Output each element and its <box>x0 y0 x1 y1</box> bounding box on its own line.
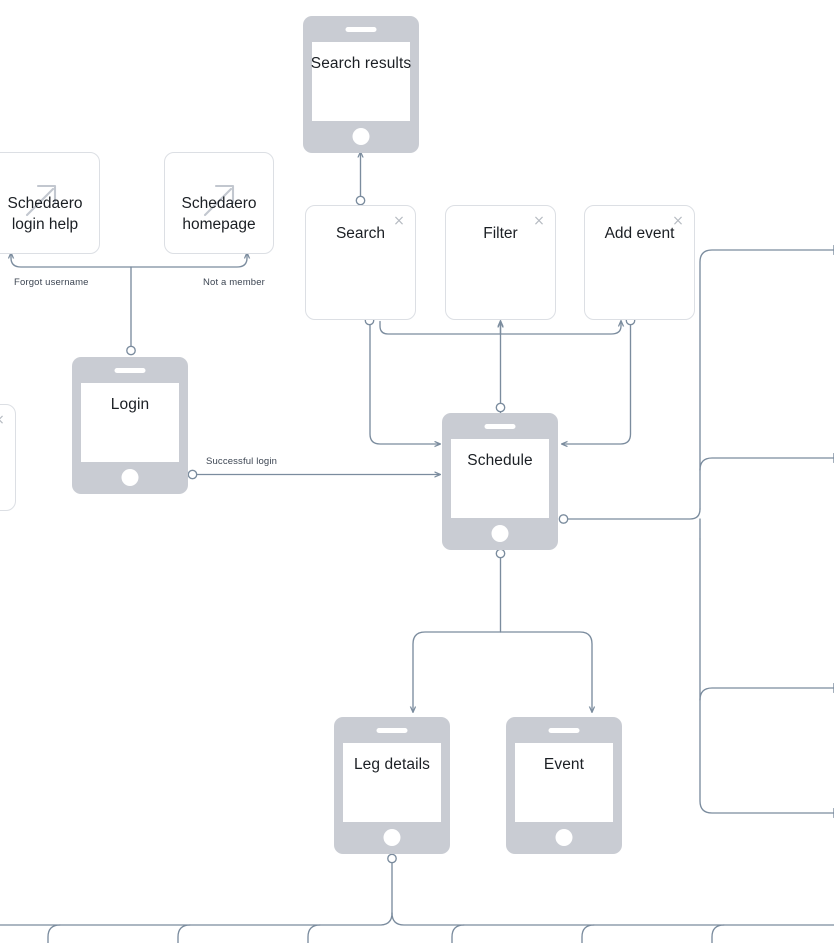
phone-speaker <box>376 728 408 733</box>
phone-speaker <box>114 368 146 373</box>
phone-node-label: Search results <box>310 55 412 72</box>
port-leg-details-bottom <box>387 853 397 864</box>
phone-screen <box>312 42 410 121</box>
edge-schedule-right-to-trunk <box>567 508 701 520</box>
phone-speaker <box>484 424 516 429</box>
port-search-top <box>355 195 366 206</box>
edge-lower-drop-4 <box>451 924 465 943</box>
phone-screen <box>515 743 613 822</box>
edge-label-not-a-member: Not a member <box>203 277 265 288</box>
phone-home-button[interactable] <box>491 525 509 542</box>
edge-label-successful-login: Successful login <box>206 456 278 467</box>
phone-speaker <box>345 27 377 32</box>
phone-home-button[interactable] <box>121 469 139 486</box>
external-card-schedaero-homepage[interactable]: Schedaero homepage <box>164 152 274 254</box>
edge-schedule-to-leg-details <box>413 631 502 712</box>
edge-lower-fan-rail-right <box>391 912 834 926</box>
edge-trunk-to-login-help <box>11 253 132 268</box>
phone-node-label: Schedule <box>467 452 533 469</box>
external-link-arrow-icon <box>203 184 235 217</box>
phone-home-button[interactable] <box>555 829 573 846</box>
edge-schedule-to-event <box>499 631 593 712</box>
edge-right-trunk-upper <box>699 250 834 510</box>
port-login-top <box>126 345 136 356</box>
edge-lower-drop-2 <box>177 924 191 943</box>
edge-schedule-to-add-event <box>562 319 632 445</box>
phone-node-search-results[interactable]: Search results <box>303 16 419 153</box>
external-card-schedaero-login-help[interactable]: Schedaero login help <box>0 152 100 254</box>
external-link-arrow-icon <box>25 184 57 217</box>
external-card-label-line2: homepage <box>182 215 256 233</box>
phone-screen <box>343 743 441 822</box>
external-card-label-line1: Schedaero <box>181 195 257 213</box>
phone-home-button[interactable] <box>383 829 401 846</box>
modal-card-label: Filter <box>483 225 518 242</box>
port-schedule-bottom <box>495 548 506 559</box>
phone-node-schedule[interactable]: Schedule <box>442 413 558 550</box>
port-schedule-right <box>558 514 569 524</box>
edge-return-rail-left <box>379 321 621 335</box>
edge-lower-drop-6 <box>711 924 725 943</box>
close-icon[interactable]: × <box>533 213 545 229</box>
phone-node-leg-details[interactable]: Leg details <box>334 717 450 854</box>
modal-card-label: Add event <box>604 225 675 242</box>
phone-node-event[interactable]: Event <box>506 717 622 854</box>
phone-node-label: Login <box>110 396 150 413</box>
port-login-right <box>187 469 198 480</box>
external-card-label-line2: login help <box>11 215 79 233</box>
external-card-label: Schedaero homepage <box>165 194 273 235</box>
edge-lower-fan-rail <box>0 912 393 926</box>
phone-screen <box>451 439 549 518</box>
edge-right-branch-2 <box>699 458 834 471</box>
modal-card-add-event[interactable]: × Add event <box>584 205 695 320</box>
edge-lower-drop-3 <box>307 924 321 943</box>
close-icon[interactable]: × <box>0 413 5 427</box>
phone-node-label: Leg details <box>353 756 431 773</box>
external-card-label-line1: Schedaero <box>7 195 83 213</box>
edge-right-trunk-lower <box>699 538 834 813</box>
external-card-label: Schedaero login help <box>0 194 99 235</box>
modal-card-partial-offscreen[interactable]: × <box>0 404 16 511</box>
close-icon[interactable]: × <box>672 213 684 229</box>
phone-home-button[interactable] <box>352 128 370 145</box>
modal-card-search[interactable]: × Search <box>305 205 416 320</box>
edge-trunk-to-homepage <box>130 253 247 268</box>
phone-speaker <box>548 728 580 733</box>
edge-lower-drop-5 <box>581 924 595 943</box>
phone-node-label: Event <box>543 756 585 773</box>
port-schedule-top <box>495 402 506 413</box>
phone-screen <box>81 383 179 462</box>
phone-node-login[interactable]: Login <box>72 357 188 494</box>
edge-lower-drop-1 <box>47 924 61 943</box>
edge-right-branch-3 <box>699 688 834 701</box>
close-icon[interactable]: × <box>393 213 405 229</box>
edge-label-forgot-username: Forgot username <box>14 277 89 288</box>
modal-card-label: Search <box>335 225 386 242</box>
modal-card-filter[interactable]: × Filter <box>445 205 556 320</box>
edge-schedule-to-search <box>369 319 440 445</box>
